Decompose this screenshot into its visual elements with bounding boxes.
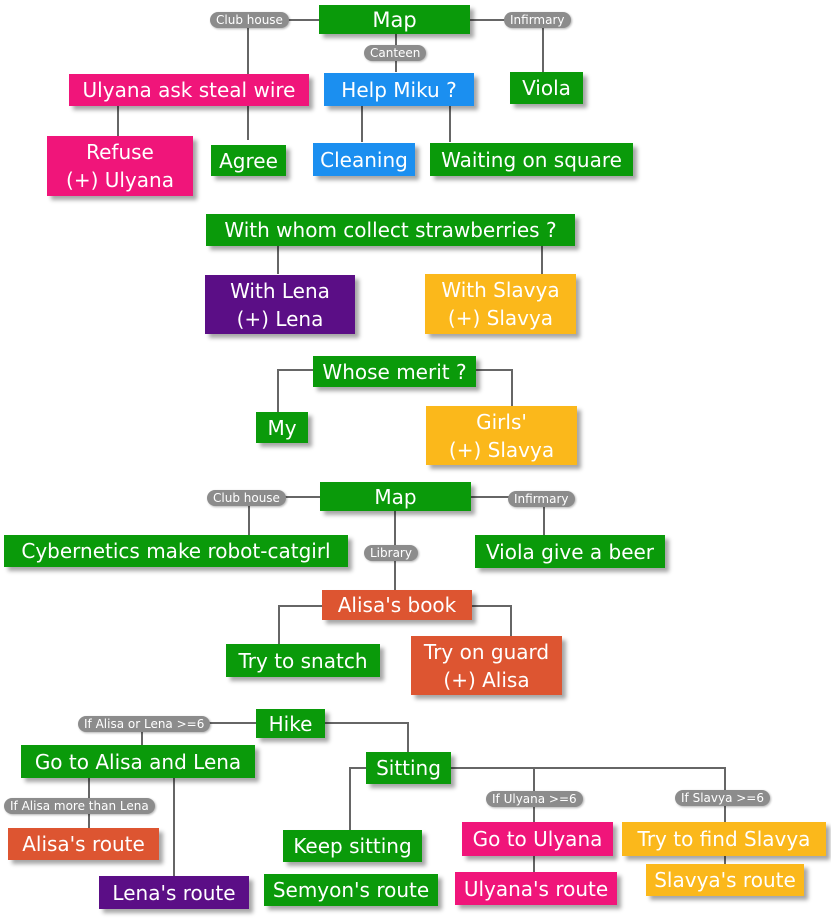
- map-node-day2: Map: [320, 482, 471, 511]
- lena-route-node: Lena's route: [99, 876, 249, 909]
- girls-merit-node: Girls' (+) Slavya: [426, 406, 577, 465]
- help-miku-node: Help Miku ?: [324, 73, 474, 106]
- alisa-route-node: Alisa's route: [8, 828, 159, 860]
- try-find-slavya-node: Try to find Slavya: [622, 822, 826, 856]
- waiting-on-square-node: Waiting on square: [430, 143, 633, 176]
- with-lena-node: With Lena (+) Lena: [205, 275, 355, 334]
- sitting-node: Sitting: [366, 752, 451, 784]
- connector: [325, 722, 409, 752]
- tag-infirmary-2: Infirmary: [508, 491, 575, 507]
- refuse-node: Refuse (+) Ulyana: [47, 136, 193, 196]
- tag-club-house: Club house: [210, 12, 289, 28]
- tag-slavya-6: If Slavya >=6: [675, 790, 770, 806]
- cleaning-node: Cleaning: [313, 143, 415, 176]
- connector: [277, 369, 313, 412]
- merit-question-node: Whose merit ?: [313, 356, 476, 387]
- viola-beer-node: Viola give a beer: [475, 535, 665, 568]
- go-to-alisa-lena-node: Go to Alisa and Lena: [21, 745, 255, 778]
- tag-club-house-2: Club house: [207, 490, 286, 506]
- strawberries-question-node: With whom collect strawberries ?: [206, 214, 575, 246]
- go-to-ulyana-node: Go to Ulyana: [462, 822, 613, 856]
- semyon-route-node: Semyon's route: [264, 874, 438, 906]
- agree-node: Agree: [211, 145, 286, 176]
- keep-sitting-node: Keep sitting: [283, 830, 422, 862]
- my-merit-node: My: [256, 412, 308, 443]
- tag-library: Library: [364, 545, 418, 561]
- viola-node: Viola: [510, 72, 583, 104]
- cybernetics-node: Cybernetics make robot-catgirl: [4, 535, 348, 567]
- hike-node: Hike: [256, 709, 325, 738]
- tag-canteen: Canteen: [364, 45, 427, 61]
- map-node-day1: Map: [319, 5, 470, 34]
- connector: [472, 605, 512, 636]
- connector: [349, 767, 366, 830]
- alisa-book-node: Alisa's book: [322, 590, 472, 620]
- tag-alisa-or-lena: If Alisa or Lena >=6: [78, 716, 211, 732]
- connector: [278, 605, 322, 644]
- connector: [476, 369, 513, 406]
- with-slavya-node: With Slavya (+) Slavya: [425, 274, 576, 334]
- tag-alisa-more-than-lena: If Alisa more than Lena: [4, 798, 155, 814]
- ulyana-route-node: Ulyana's route: [455, 872, 617, 905]
- tag-infirmary: Infirmary: [504, 12, 571, 28]
- try-on-guard-node: Try on guard (+) Alisa: [411, 636, 562, 695]
- try-to-snatch-node: Try to snatch: [226, 644, 380, 677]
- slavya-route-node: Slavya's route: [646, 864, 804, 896]
- tag-ulyana-6: If Ulyana >=6: [486, 791, 583, 807]
- ulyana-steal-wire-node: Ulyana ask steal wire: [69, 74, 309, 106]
